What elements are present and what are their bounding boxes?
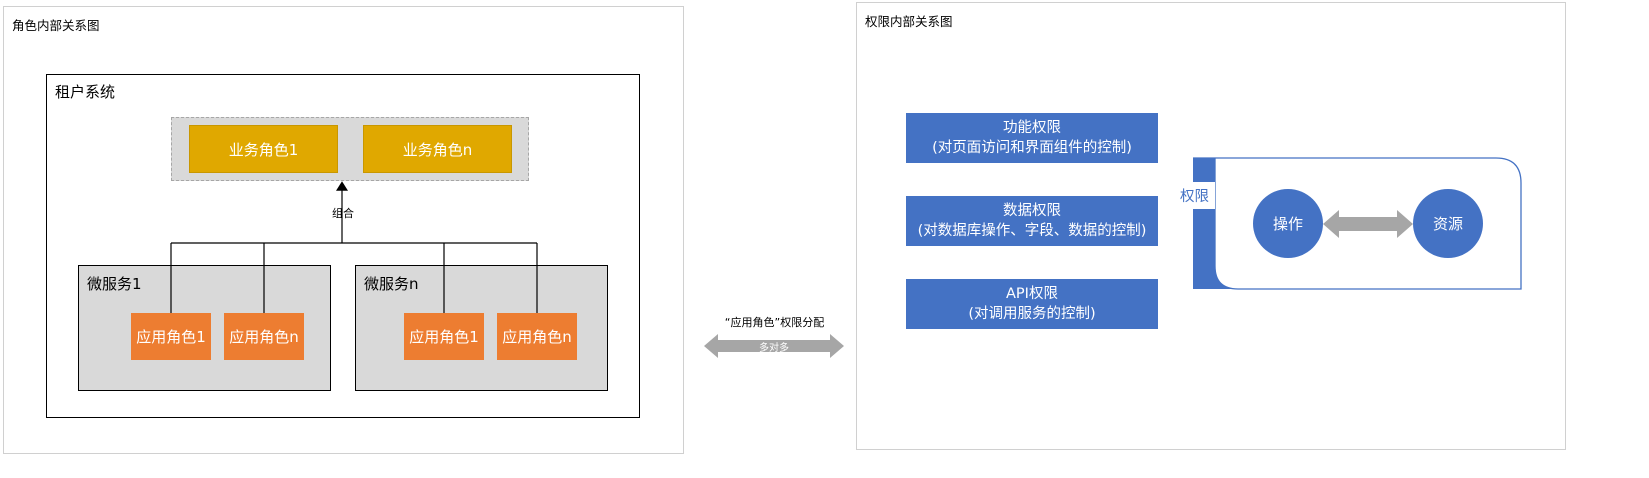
app-role-n-msn: 应用角色n [497, 313, 577, 360]
operation-node: 操作 [1253, 189, 1323, 258]
permission-panel-title: 权限内部关系图 [865, 14, 953, 29]
function-permission-desc: (对页面访问和界面组件的控制) [932, 140, 1132, 156]
app-role-1-ms1: 应用角色1 [131, 313, 211, 360]
tenant-system-title: 租户系统 [55, 83, 116, 101]
permission-tab [1174, 182, 1215, 209]
data-permission-name: 数据权限 [1003, 203, 1061, 219]
data-permission-box: 数据权限 (对数据库操作、字段、数据的控制) [906, 196, 1158, 246]
function-permission-box: 功能权限 (对页面访问和界面组件的控制) [906, 113, 1158, 163]
api-permission-name: API权限 [1006, 286, 1058, 302]
combine-label: 组合 [330, 205, 356, 221]
microservice-1-title: 微服务1 [87, 275, 142, 293]
data-permission-desc: (对数据库操作、字段、数据的控制) [917, 223, 1147, 239]
operation-resource-arrow [1323, 210, 1413, 238]
many-to-many-label: 多对多 [759, 343, 789, 354]
app-role-1-msn: 应用角色1 [404, 313, 484, 360]
role-panel-title: 角色内部关系图 [12, 18, 100, 33]
business-role-n: 业务角色n [363, 125, 512, 173]
app-role-n-ms1: 应用角色n [224, 313, 304, 360]
api-permission-box: API权限 (对调用服务的控制) [906, 279, 1158, 329]
many-to-many-arrow [704, 334, 844, 358]
permission-tab-label: 权限 [1180, 189, 1209, 205]
assignment-label: “应用角色”权限分配 [724, 316, 825, 329]
resource-node: 资源 [1413, 189, 1483, 258]
function-permission-name: 功能权限 [1003, 120, 1061, 136]
api-permission-desc: (对调用服务的控制) [968, 306, 1096, 322]
business-role-1: 业务角色1 [189, 125, 338, 173]
microservice-n-title: 微服务n [364, 275, 419, 293]
